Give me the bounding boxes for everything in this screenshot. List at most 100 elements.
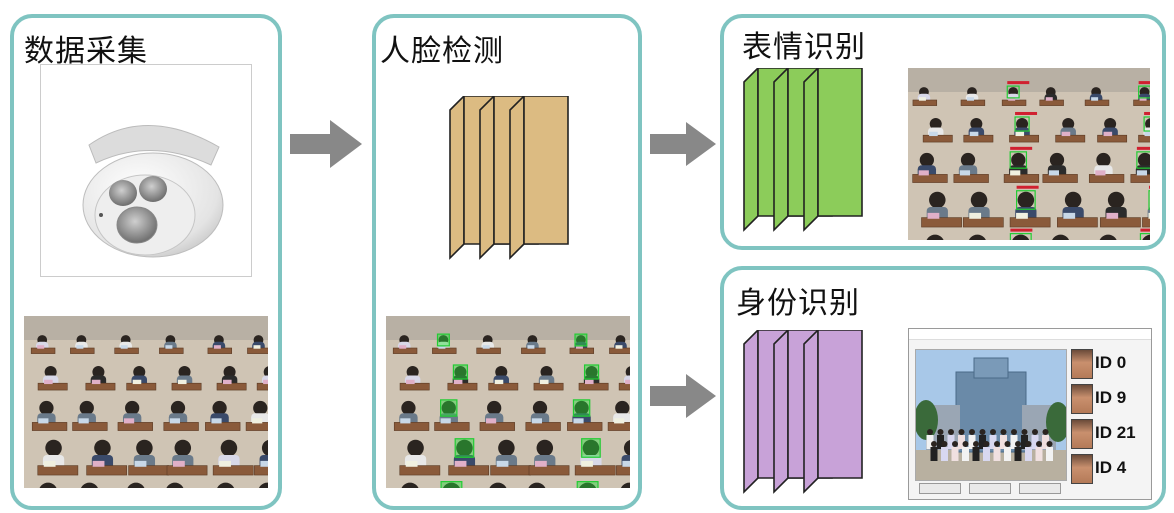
book	[38, 418, 49, 424]
layer-side	[509, 96, 525, 260]
student-head	[133, 365, 146, 379]
student-head	[615, 400, 630, 416]
desk	[37, 382, 68, 391]
book	[967, 97, 975, 101]
person-head	[990, 429, 996, 435]
person-head	[1021, 429, 1028, 435]
book	[534, 460, 547, 467]
identity-app-window: ID 0 ID 9 ID 21 ID 4	[908, 328, 1152, 500]
layer-side	[803, 68, 819, 232]
book	[1106, 212, 1119, 219]
layer-front	[523, 96, 569, 245]
desk	[86, 465, 128, 476]
desk	[921, 217, 962, 228]
desk	[912, 99, 938, 106]
student-head	[263, 366, 268, 378]
book	[959, 170, 971, 176]
desk	[1009, 217, 1051, 228]
desk	[1003, 174, 1040, 183]
student-head	[487, 400, 502, 416]
student-head	[1096, 152, 1111, 168]
layer-front	[817, 330, 863, 479]
book	[1136, 170, 1148, 176]
panel-title-data-collection: 数据采集	[24, 34, 148, 69]
identity-network-layers	[734, 330, 864, 500]
person-head	[1046, 441, 1053, 447]
face-box	[1009, 151, 1028, 169]
book	[37, 345, 45, 349]
student-head	[1017, 191, 1035, 209]
student-head	[585, 365, 598, 379]
window-button	[919, 483, 961, 494]
arrow-detection-to-identity	[650, 374, 716, 418]
book	[482, 345, 490, 349]
student-head	[929, 191, 946, 209]
face-box	[1138, 85, 1150, 99]
student-head	[44, 365, 57, 379]
desk	[245, 422, 268, 431]
desk	[609, 347, 630, 354]
desk	[479, 422, 515, 431]
desk	[256, 382, 268, 391]
student-head	[960, 152, 976, 168]
desk	[85, 382, 116, 391]
detection-network-layers	[440, 96, 580, 276]
student-head	[253, 400, 268, 416]
student-head	[258, 482, 268, 488]
layer-side	[743, 330, 759, 494]
person-head	[937, 429, 944, 435]
book	[1061, 131, 1071, 137]
book	[496, 460, 509, 467]
desk	[247, 347, 268, 354]
layer-side	[449, 96, 465, 260]
layer-side	[803, 330, 819, 494]
desk	[578, 382, 609, 391]
layer-side	[773, 330, 789, 494]
book	[132, 379, 142, 385]
book	[120, 345, 128, 349]
person-body	[958, 435, 965, 449]
desk	[490, 465, 532, 476]
window-titlebar	[909, 329, 1151, 340]
student-head	[623, 440, 630, 456]
book	[1015, 131, 1025, 137]
desk	[1133, 99, 1150, 106]
book	[169, 418, 181, 424]
student-head	[1052, 234, 1070, 240]
person-body	[1035, 447, 1043, 461]
book	[918, 97, 926, 101]
book	[969, 131, 979, 137]
student-head	[166, 482, 184, 488]
desk	[126, 382, 157, 391]
person-head	[1000, 429, 1007, 435]
face-box	[1009, 233, 1032, 240]
desk	[448, 465, 490, 476]
book	[1139, 97, 1147, 101]
desk	[128, 465, 170, 476]
face-thumbnail	[1071, 419, 1093, 449]
desk	[953, 174, 989, 183]
person-body	[968, 435, 976, 449]
person-head	[1036, 441, 1042, 447]
student-head	[919, 152, 934, 168]
book	[177, 379, 187, 385]
desk	[567, 422, 603, 431]
face-box	[574, 333, 588, 347]
person-head	[1015, 441, 1021, 447]
desk	[1084, 99, 1110, 106]
student-head	[441, 400, 456, 416]
book	[134, 460, 147, 467]
id-label: ID 21	[1095, 423, 1136, 442]
student-head	[456, 439, 473, 457]
desk	[72, 422, 108, 431]
student-head	[495, 365, 508, 379]
person-head	[958, 429, 965, 435]
desk	[1057, 217, 1098, 228]
face-box	[1006, 85, 1020, 99]
book	[622, 460, 630, 467]
person-head	[962, 441, 969, 447]
book	[252, 418, 263, 424]
book	[405, 460, 418, 467]
id-label: ID 4	[1095, 458, 1127, 477]
desk	[159, 347, 184, 354]
